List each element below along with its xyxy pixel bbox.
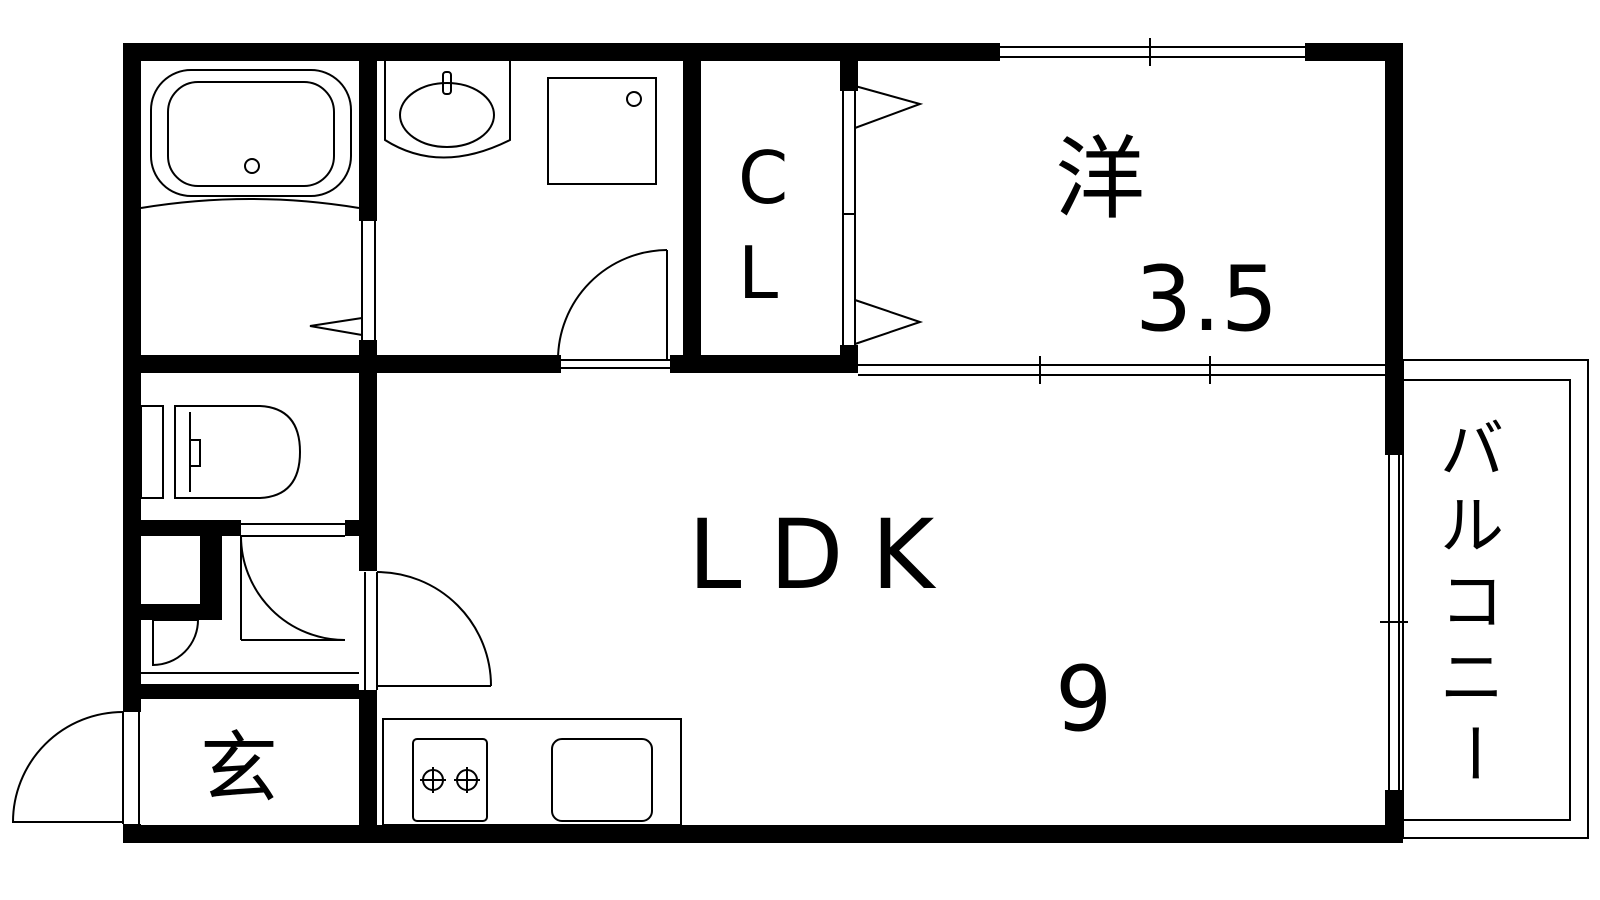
closet-label-top: C [738,136,788,220]
kitchen-counter [382,718,682,826]
top-window [1000,38,1305,66]
ldk-label: LDK [688,499,962,611]
balcony-label: バ ル コ ニ ー [1435,414,1509,785]
interior-walls [121,61,858,825]
balcony-char: ル [1440,490,1504,564]
washing-machine-space [547,77,657,185]
entrance-door [11,711,124,823]
closet-label-bottom: L [738,231,778,315]
storage-door [152,619,200,667]
toilet-door [240,523,346,641]
ldk-size: 9 [1055,647,1112,752]
balcony-char: ニ [1440,642,1504,716]
washroom-door [557,249,670,369]
western-room-label: 洋 [1055,127,1145,232]
outer-walls [123,43,1403,843]
entrance [122,672,359,824]
western-room-size: 3.5 [1135,247,1278,352]
balcony-char: バ [1440,414,1504,488]
entrance-label: 玄 [200,724,278,814]
ldk-door [364,571,492,690]
toilet [140,405,302,499]
balcony-char: コ [1440,566,1504,640]
washbasin [384,61,511,159]
balcony-char: ー [1435,721,1509,785]
western-ldk-sliding-door [858,356,1385,384]
balcony [1402,359,1589,839]
bath-door [309,221,376,340]
bathtub [140,69,360,209]
closet-doors [842,85,924,345]
